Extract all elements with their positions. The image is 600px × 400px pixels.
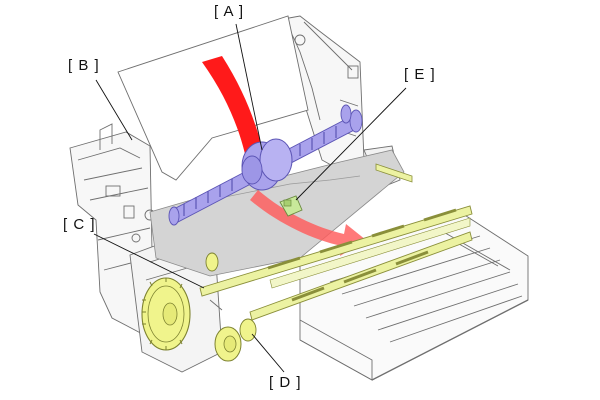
drive-gear-small [205, 252, 257, 362]
pickup-roller-assembly [168, 104, 363, 226]
callout-leader-lines [93, 23, 407, 373]
callout-label-a: [ A ] [214, 3, 245, 20]
callout-label-e: [ E ] [404, 66, 436, 83]
leader-line-e [295, 87, 407, 201]
sensor-actuator-e [279, 195, 303, 217]
leader-line-c [93, 233, 205, 289]
callout-label-c: [ C ] [63, 216, 96, 233]
feed-direction-arrow-lower [250, 190, 366, 256]
leader-line-d [251, 333, 285, 373]
leader-line-b [95, 79, 133, 141]
drive-gear-large [141, 277, 191, 351]
callout-label-d: [ D ] [269, 374, 302, 391]
drive-shafts [199, 163, 473, 321]
callout-label-b: [ B ] [68, 57, 100, 74]
leader-line-a [235, 23, 263, 151]
